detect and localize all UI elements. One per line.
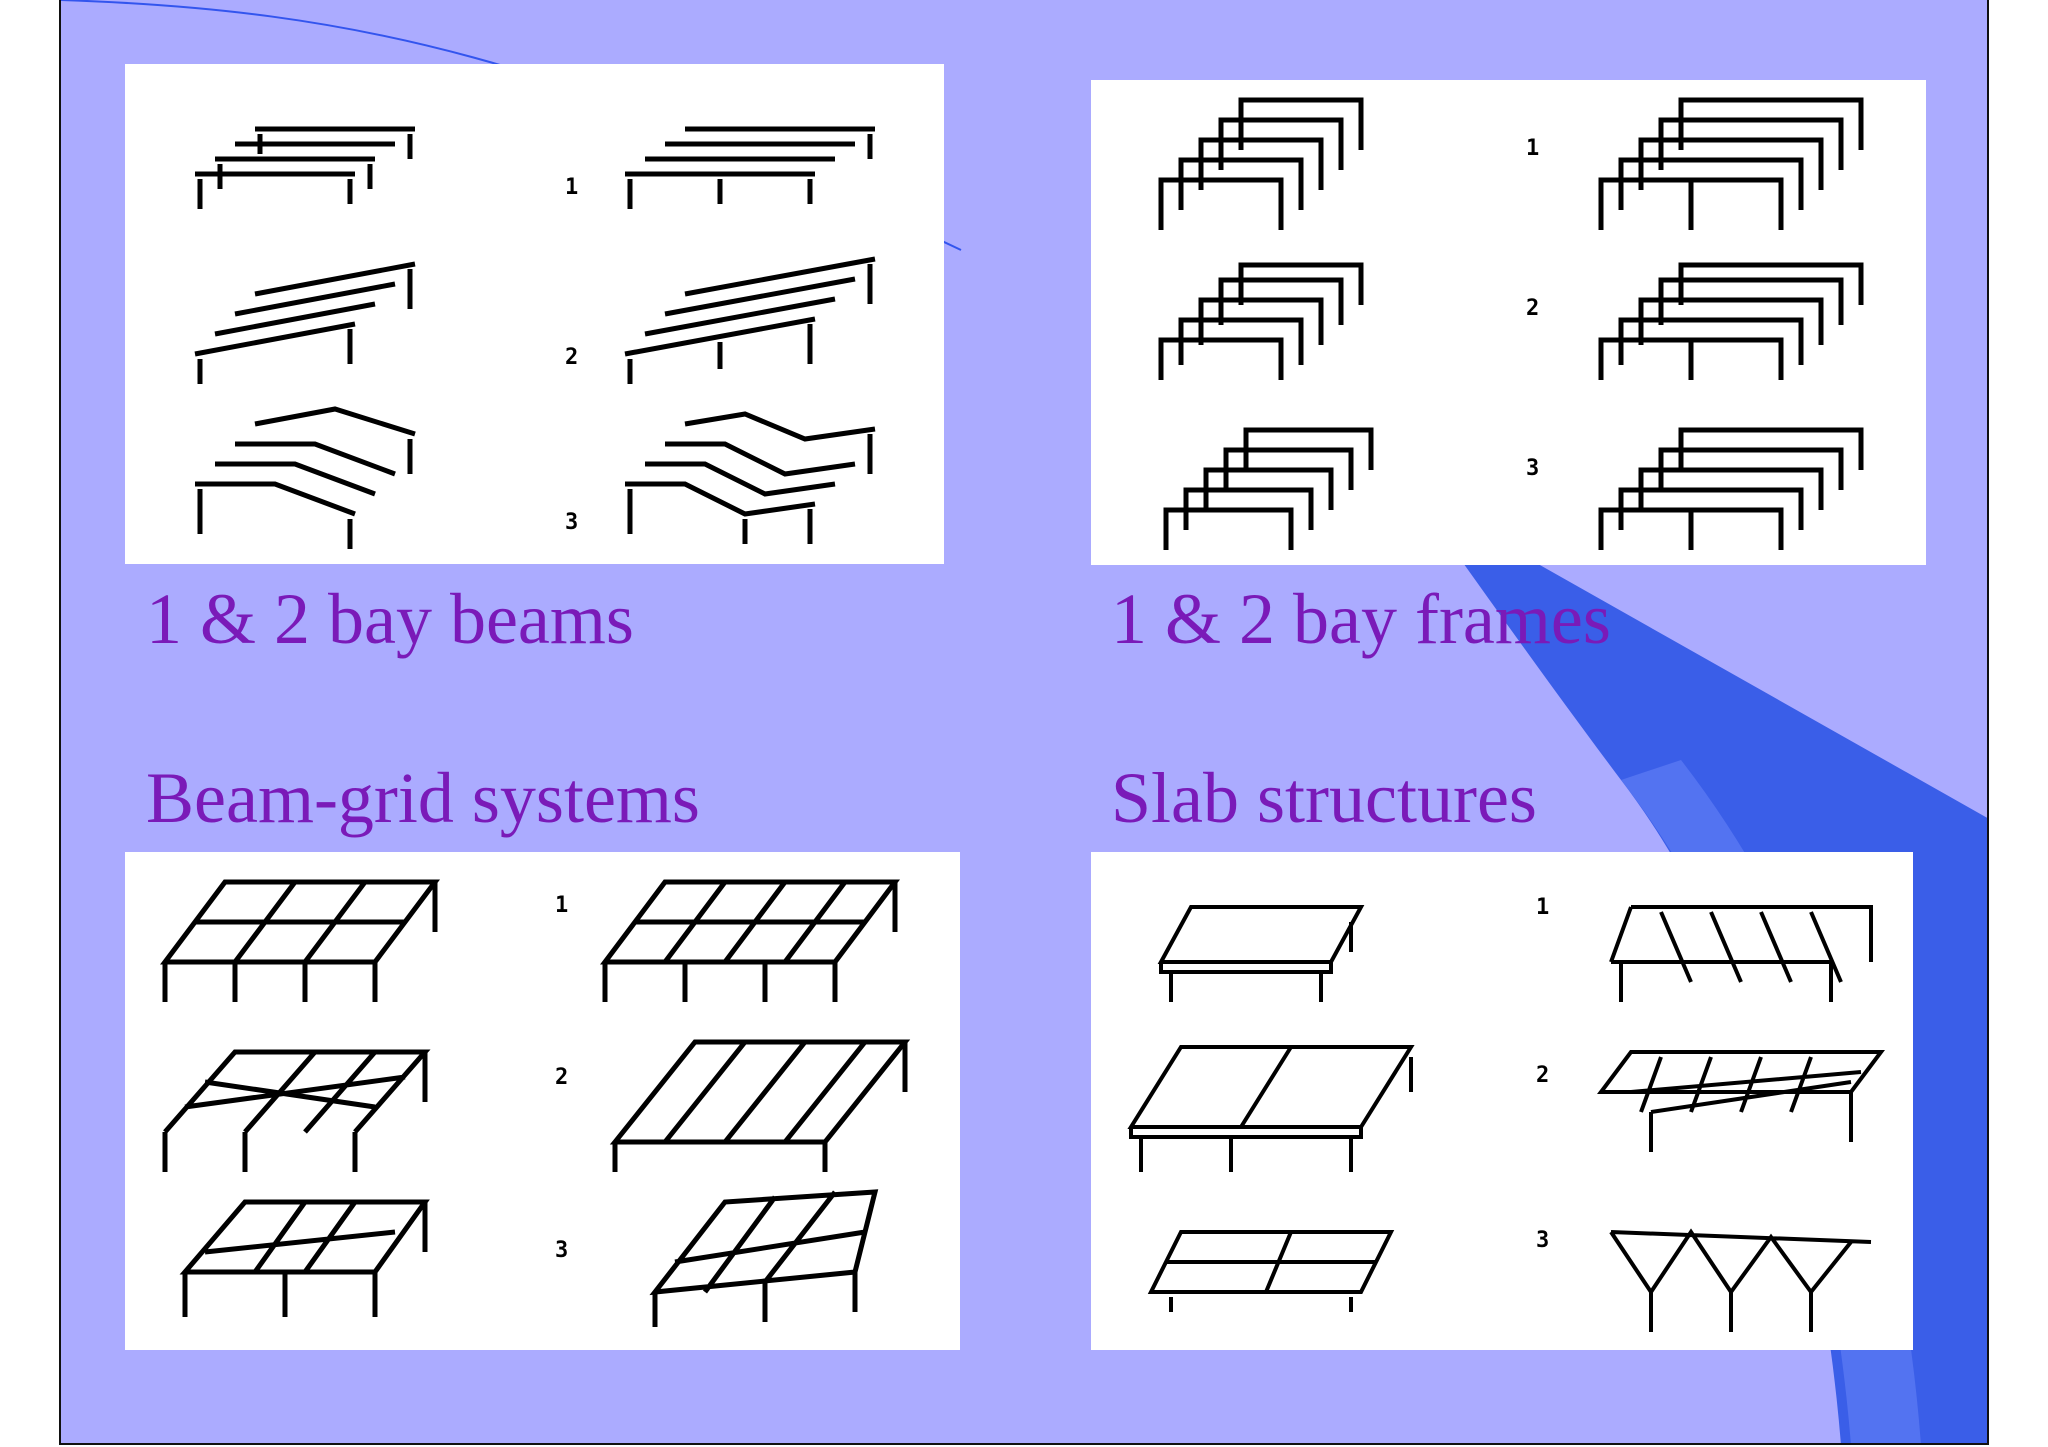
beam-grid-row-1-single <box>160 879 440 1002</box>
two-bay-slab-row-2 <box>1127 1045 1415 1172</box>
slide: 1 2 3 1 & 2 bay beams <box>59 0 1989 1445</box>
single-bay-slab-row-1 <box>1157 905 1365 1002</box>
double-bay-frames-row-3 <box>1598 427 1864 550</box>
row-label-3: 3 <box>1526 456 1539 481</box>
beam-grid-diagram-panel: 1 2 3 <box>125 852 960 1350</box>
frames-diagram-panel: 1 2 3 <box>1091 80 1926 565</box>
beam-grid-row-2-single <box>162 1049 431 1172</box>
row-label-1: 1 <box>1526 136 1539 161</box>
double-bay-frames-row-1 <box>1598 97 1864 230</box>
double-bay-beams-row-1 <box>625 126 875 209</box>
row-label-2: 2 <box>1526 296 1539 321</box>
single-bay-frames-row-3 <box>1163 427 1374 550</box>
single-bay-angled-beams-row-3 <box>195 406 416 549</box>
ribbed-slab-row-1 <box>1609 905 1873 1002</box>
frames-caption: 1 & 2 bay frames <box>1111 579 1611 659</box>
row-label-1: 1 <box>1536 895 1549 920</box>
single-bay-frames-row-2 <box>1158 262 1364 380</box>
slabs-caption: Slab structures <box>1111 758 1537 838</box>
row-label-1: 1 <box>555 893 568 918</box>
row-label-1: 1 <box>565 175 578 200</box>
row-label-3: 3 <box>555 1238 568 1263</box>
row-label-2: 2 <box>1536 1063 1549 1088</box>
beams-caption: 1 & 2 bay beams <box>146 579 634 659</box>
single-bay-sloped-beams-row-2 <box>194 261 416 384</box>
beams-diagram: 1 2 3 <box>194 126 876 549</box>
four-panel-slab-row-3 <box>1147 1230 1395 1312</box>
beam-grid-row-1-double <box>600 879 900 1002</box>
frames-diagram: 1 2 3 <box>1158 97 1864 550</box>
double-bay-frames-row-2 <box>1598 262 1864 380</box>
waffle-slab-row-2 <box>1597 1050 1885 1152</box>
row-label-3: 3 <box>1536 1228 1549 1253</box>
row-label-3: 3 <box>565 510 578 535</box>
beam-grid-row-3-single <box>179 1199 430 1317</box>
row-label-2: 2 <box>565 345 578 370</box>
slabs-diagram: 1 2 3 <box>1127 895 1885 1332</box>
folded-plate-slab-row-3 <box>1609 1228 1872 1332</box>
slabs-diagram-panel: 1 2 3 <box>1091 852 1913 1350</box>
beam-grid-row-3-double <box>649 1189 879 1327</box>
double-bay-sloped-beams-row-2 <box>624 256 876 384</box>
row-label-2: 2 <box>555 1065 568 1090</box>
single-bay-beams-row-1 <box>195 126 415 209</box>
beams-diagram-panel: 1 2 3 <box>125 64 944 564</box>
double-bay-angled-beams-row-3 <box>625 411 876 544</box>
beam-grid-row-2-double <box>609 1039 911 1172</box>
beam-grid-caption: Beam-grid systems <box>146 758 700 838</box>
beam-grid-diagram: 1 2 3 <box>160 879 911 1327</box>
single-bay-frames-row-1 <box>1158 97 1364 230</box>
